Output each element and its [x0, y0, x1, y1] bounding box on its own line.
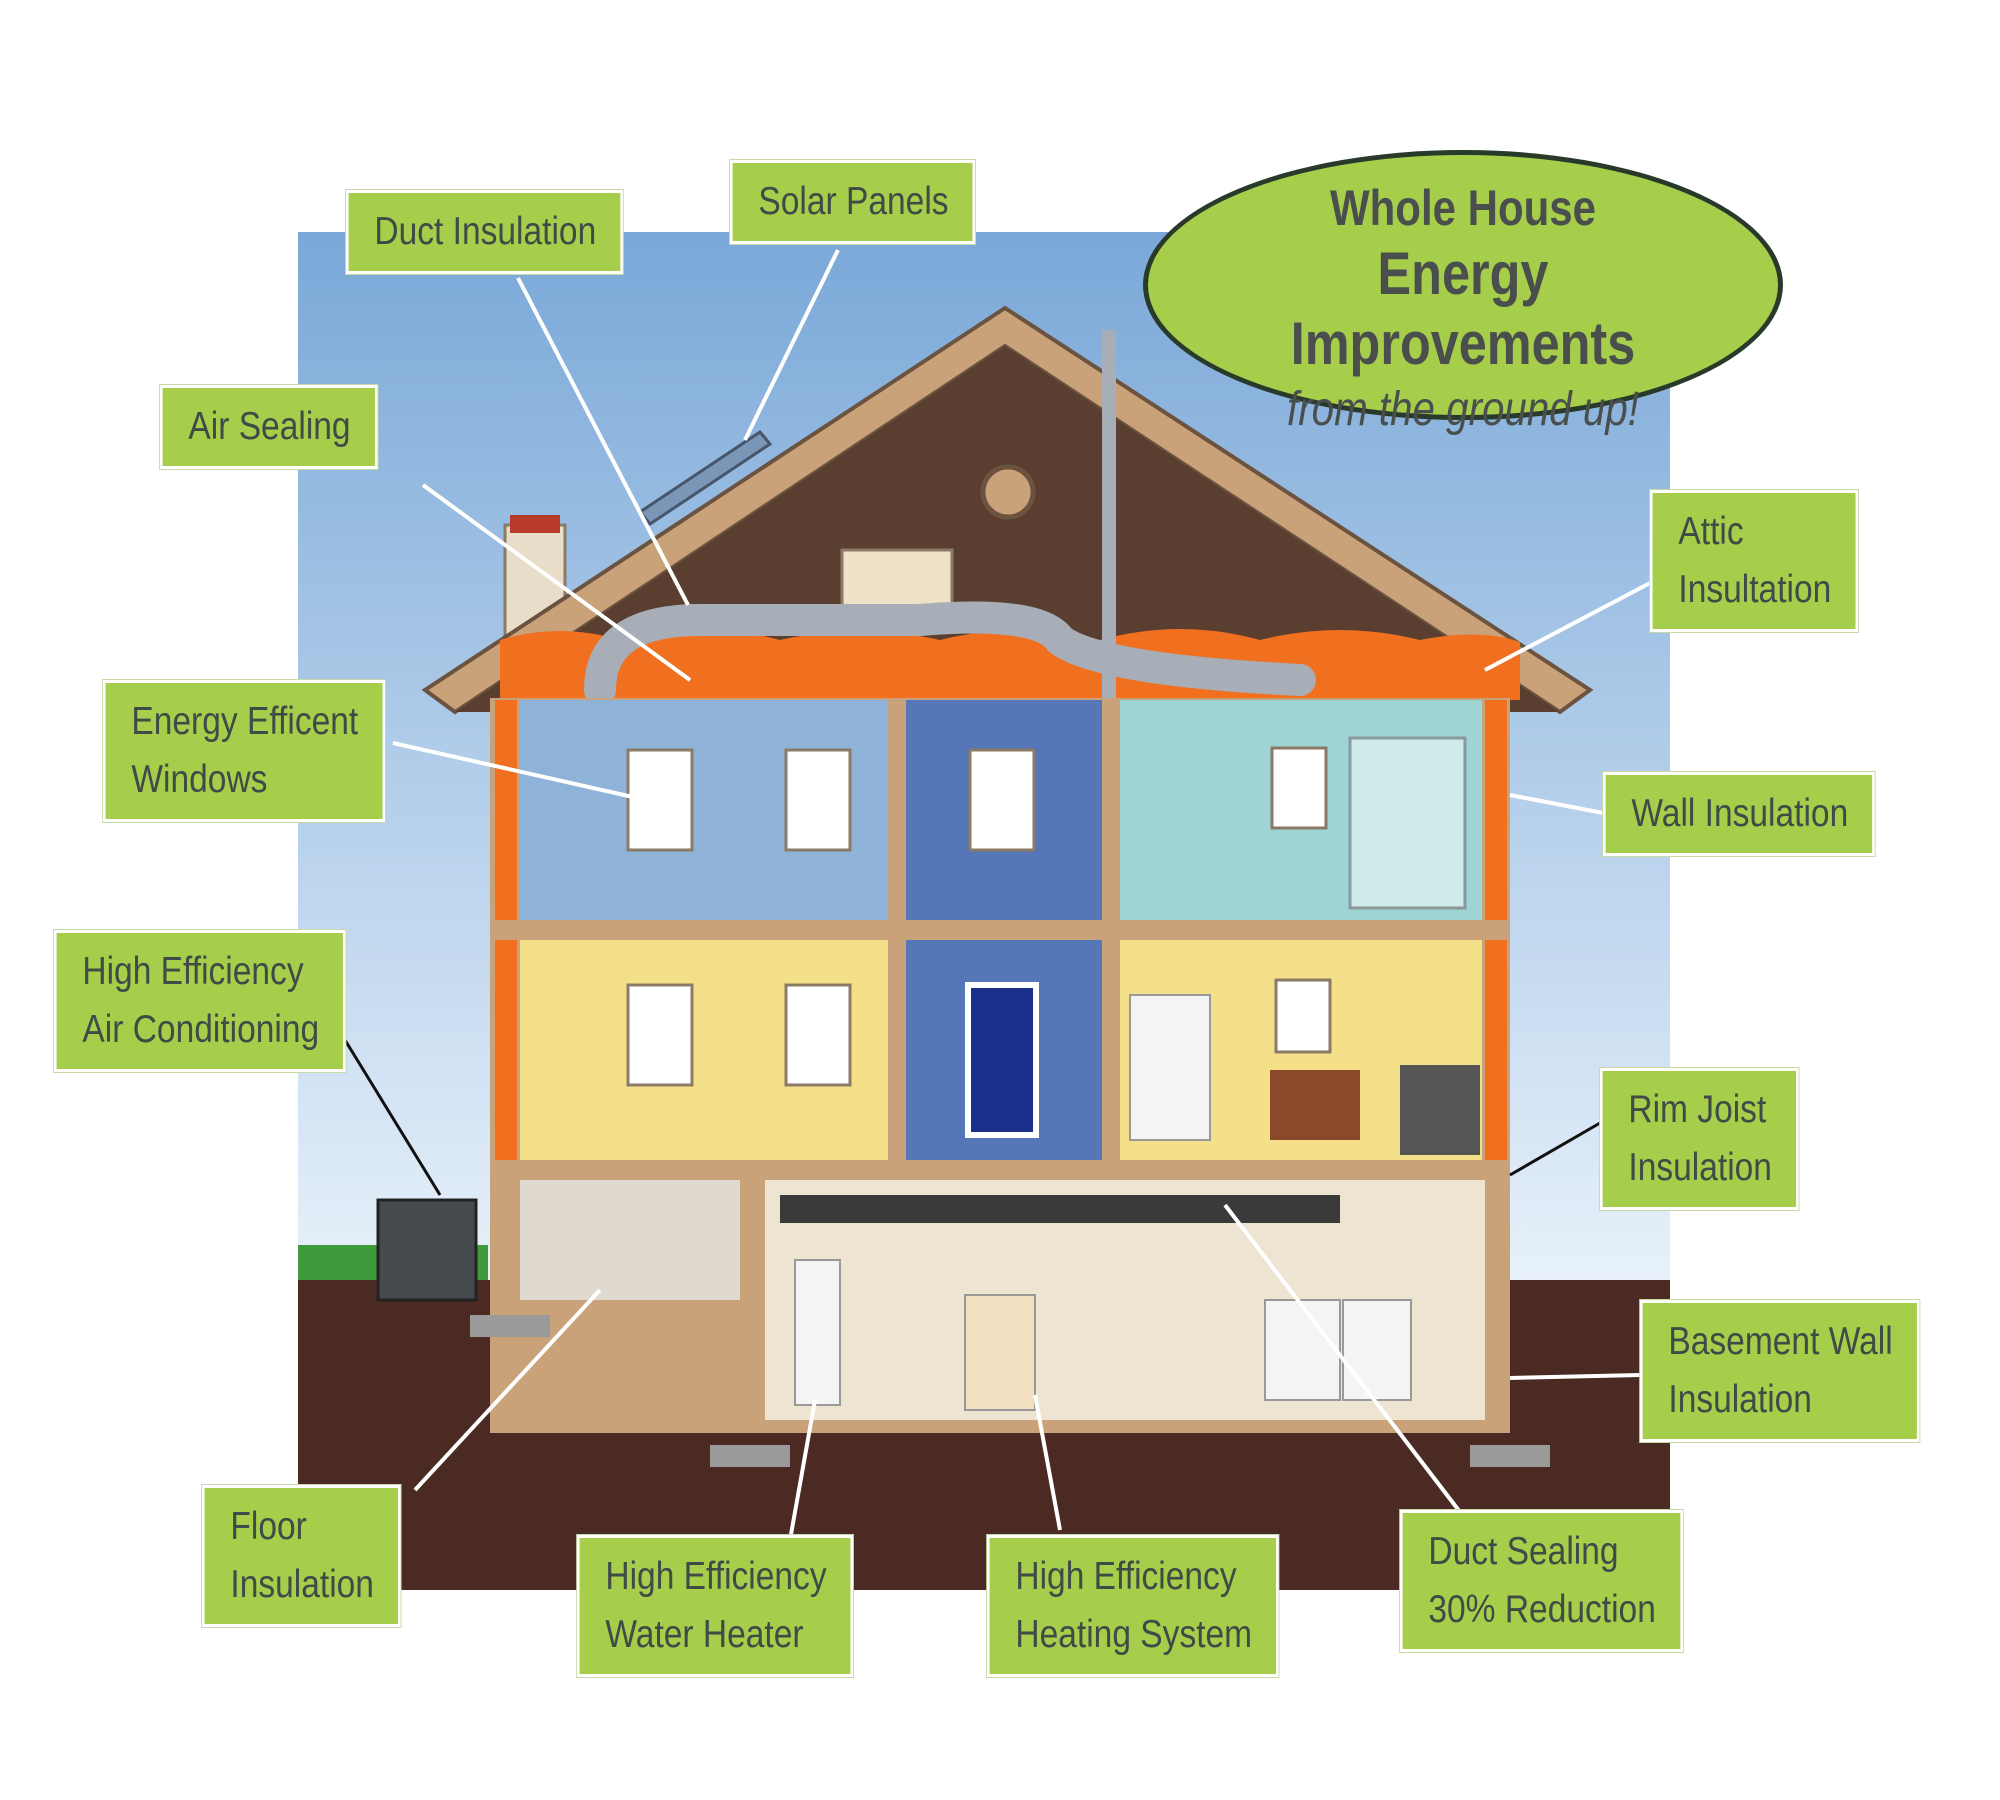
callout-duct-sealing: Duct Sealing 30% Reduction [1400, 1510, 1683, 1652]
callout-energy-efficient-windows: Energy Efficent Windows [103, 680, 385, 822]
headline-line-2: Energy Improvements [1290, 240, 1636, 377]
window [1270, 746, 1328, 830]
callout-line: Water Heater [605, 1613, 804, 1656]
window [784, 983, 852, 1087]
leader-lines-dark [343, 1039, 1601, 1196]
callout-line: High Efficiency [82, 950, 304, 993]
callout-line: High Efficiency [1015, 1555, 1237, 1598]
callout-line: 30% Reduction [1428, 1588, 1656, 1631]
water-heater [794, 1259, 841, 1406]
callout-wall-insulation: Wall Insulation [1603, 772, 1875, 856]
callout-line: Windows [131, 758, 268, 801]
callout-line: Floor [230, 1505, 307, 1548]
callout-high-efficiency-heating-system: High Efficiency Heating System [987, 1535, 1279, 1677]
wall-insulation-left-upper [495, 700, 517, 920]
callout-line: Insulation [1668, 1378, 1812, 1421]
callout-solar-panels: Solar Panels [730, 160, 976, 244]
footing-mid [710, 1445, 790, 1467]
headline-line-3: from the ground up! [1287, 383, 1639, 436]
window [1274, 978, 1332, 1054]
callout-line: High Efficiency [605, 1555, 827, 1598]
headline-line-1: Whole House [1329, 180, 1597, 236]
callout-rim-joist-insulation: Rim Joist Insulation [1600, 1068, 1799, 1210]
callout-basement-wall-insulation: Basement Wall Insulation [1640, 1300, 1920, 1442]
window [784, 748, 852, 852]
callout-line: Insulation [230, 1563, 374, 1606]
callout-line: Basement Wall [1668, 1320, 1893, 1363]
window [626, 748, 694, 852]
footing-left [470, 1315, 550, 1337]
refrigerator [1129, 994, 1211, 1141]
callout-line: Heating System [1015, 1613, 1253, 1656]
leader-duct-insulation [516, 277, 690, 606]
attic-vent [980, 464, 1036, 520]
leader-water-heater [788, 1399, 817, 1541]
leader-duct-sealing [1223, 1203, 1462, 1514]
callout-line: Duct Insulation [374, 210, 597, 253]
leader-rim-joist [1509, 1121, 1601, 1177]
callout-line: Attic [1678, 510, 1744, 553]
callout-line: Air Conditioning [82, 1008, 320, 1051]
callout-line: Insulation [1628, 1146, 1772, 1189]
headline-badge: Whole House Energy Improvements from the… [1143, 150, 1783, 436]
windows [626, 746, 1332, 1087]
leader-air-sealing [421, 483, 692, 682]
leader-attic-insulation [1484, 581, 1651, 672]
kitchen-cabinets [1270, 1070, 1360, 1140]
chimney-cap [510, 515, 560, 533]
wall-insulation-right-upper [1485, 700, 1507, 920]
callout-line: Air Sealing [188, 405, 351, 448]
leader-heating-system [1033, 1394, 1062, 1531]
window [626, 983, 694, 1087]
shower [1348, 736, 1467, 910]
footing-right [1470, 1445, 1550, 1467]
leader-wall-insulation [1509, 793, 1604, 815]
crawlspace [520, 1180, 740, 1300]
solar-panel [637, 430, 773, 526]
leader-windows [392, 741, 634, 799]
callout-line: Duct Sealing [1428, 1530, 1619, 1573]
callout-attic-insulation: Attic Insultation [1650, 490, 1858, 632]
callout-line: Energy Efficent [131, 700, 359, 743]
leader-floor-insulation [413, 1288, 602, 1492]
door [965, 982, 1039, 1138]
callout-line: Solar Panels [758, 180, 949, 223]
vent-pipe [1102, 330, 1116, 800]
outdoor-ac-unit [376, 1198, 478, 1302]
stove [1400, 1065, 1480, 1155]
leader-air-conditioning [343, 1039, 442, 1196]
callout-line: Wall Insulation [1631, 792, 1849, 835]
wall-insulation-right-middle [1485, 940, 1507, 1160]
callout-high-efficiency-water-heater: High Efficiency Water Heater [577, 1535, 854, 1677]
furnace [964, 1294, 1036, 1411]
callout-line: Rim Joist [1628, 1088, 1767, 1131]
washer [1264, 1299, 1341, 1401]
callout-high-efficiency-air-conditioning: High Efficiency Air Conditioning [54, 930, 346, 1072]
dryer [1342, 1299, 1412, 1401]
callout-floor-insulation: Floor Insulation [202, 1485, 401, 1627]
basement-duct [780, 1195, 1340, 1223]
window [968, 748, 1036, 852]
leader-solar-panels [743, 249, 840, 441]
leader-basement-wall [1509, 1373, 1641, 1380]
callout-air-sealing: Air Sealing [160, 385, 378, 469]
leader-lines [392, 249, 1651, 1541]
wall-insulation-left-middle [495, 940, 517, 1160]
callout-duct-insulation: Duct Insulation [346, 190, 623, 274]
callout-line: Insultation [1678, 568, 1832, 611]
